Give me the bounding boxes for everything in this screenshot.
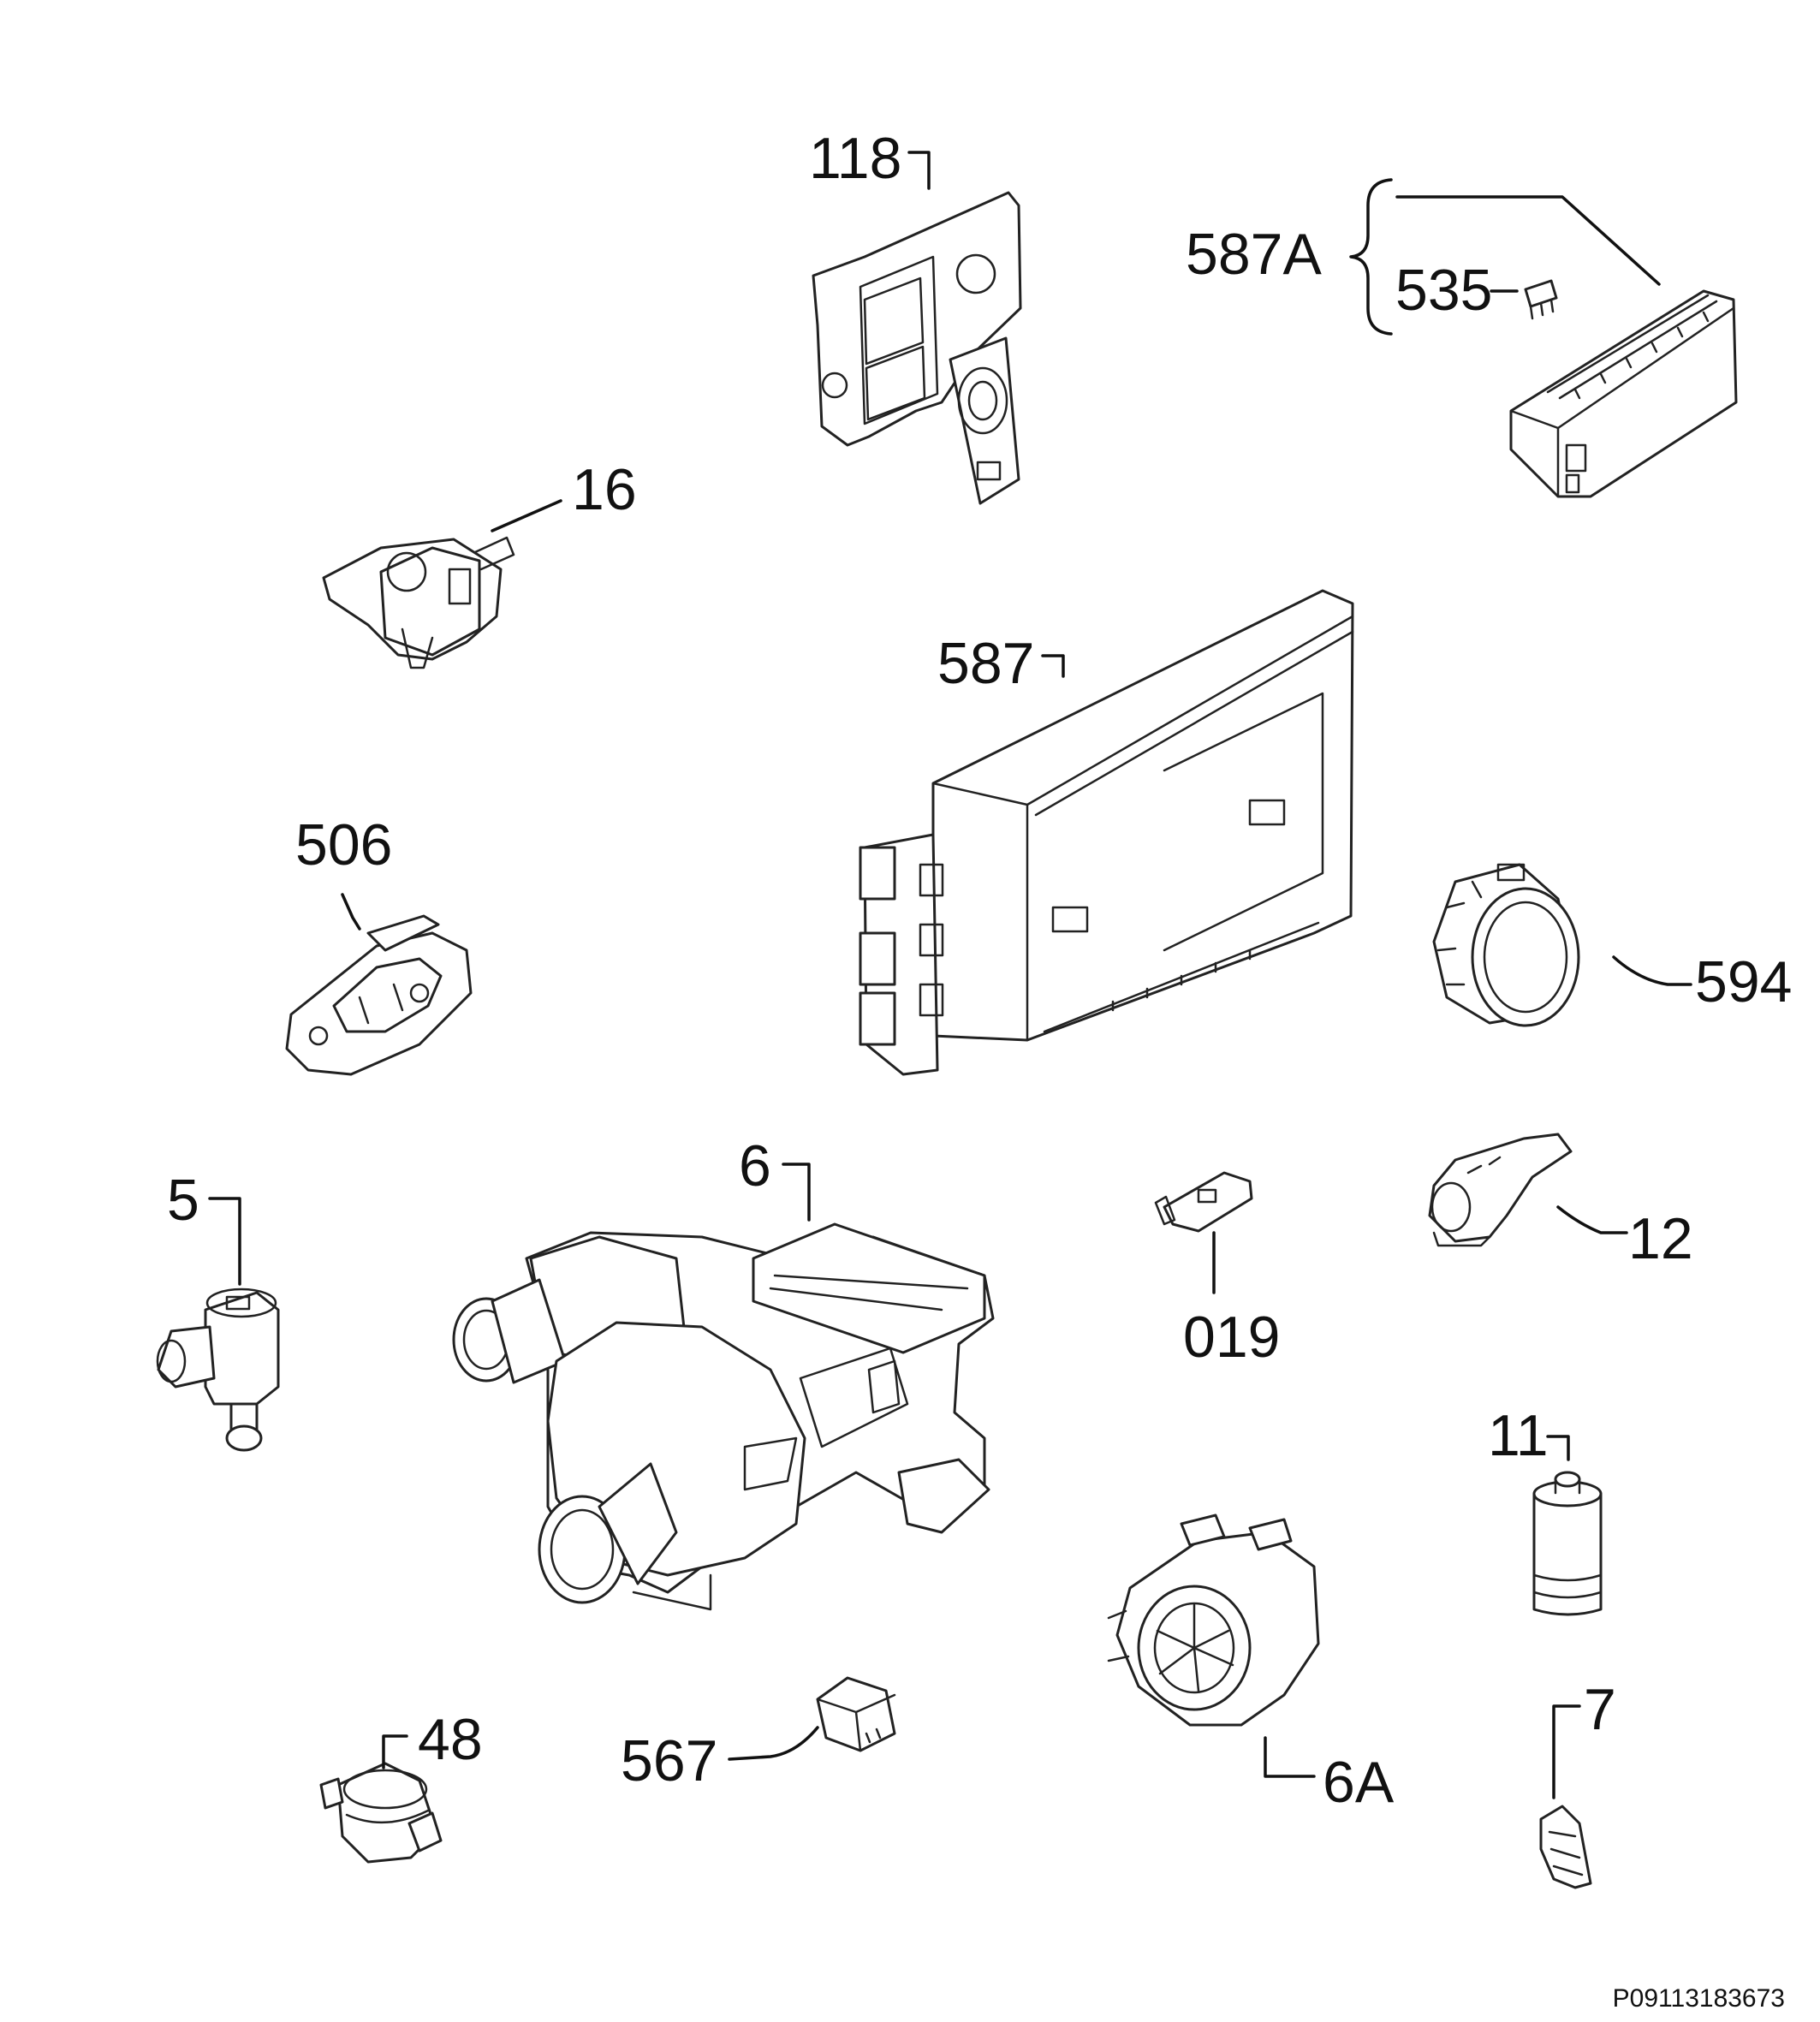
part-594-round-part[interactable]	[1432, 863, 1580, 1027]
label-594-text: 594	[1695, 949, 1792, 1014]
part-7-small-sensor[interactable]	[1539, 1805, 1592, 1889]
label-587A: 587A	[1186, 178, 1661, 336]
part-535-connector[interactable]	[1524, 279, 1558, 320]
label-7: 7	[1552, 1677, 1616, 1799]
part-587-main-module[interactable]	[859, 589, 1354, 1076]
part-6-circulation-pump[interactable]	[452, 1222, 995, 1611]
label-6A: 6A	[1264, 1736, 1395, 1815]
label-5: 5	[167, 1168, 241, 1286]
label-16: 16	[491, 457, 637, 532]
label-535-text: 535	[1395, 258, 1492, 323]
part-12-flow-meter[interactable]	[1428, 1133, 1573, 1247]
label-567: 567	[621, 1726, 819, 1793]
label-506: 506	[295, 812, 392, 931]
label-506-text: 506	[295, 812, 392, 877]
label-5-text: 5	[167, 1168, 199, 1233]
label-12: 12	[1556, 1205, 1693, 1271]
part-48-pressure-sensor[interactable]	[319, 1762, 443, 1864]
part-6A-drain-pump[interactable]	[1107, 1514, 1320, 1727]
label-535: 535	[1395, 258, 1519, 323]
label-6-text: 6	[739, 1133, 771, 1198]
label-019: 019	[1183, 1231, 1280, 1370]
label-118-text: 118	[809, 126, 901, 191]
label-019-text: 019	[1183, 1305, 1280, 1370]
label-11: 11	[1488, 1403, 1570, 1468]
part-118-dispenser[interactable]	[812, 191, 1022, 505]
label-48: 48	[382, 1707, 483, 1772]
reference-code: P09113183673	[1613, 1984, 1785, 2013]
label-594: 594	[1612, 949, 1792, 1014]
label-11-text: 11	[1488, 1403, 1549, 1468]
label-587-text: 587	[937, 631, 1034, 696]
part-16-door-lock[interactable]	[322, 536, 515, 669]
label-6A-text: 6A	[1323, 1750, 1395, 1815]
label-118: 118	[809, 126, 931, 191]
part-11-capacitor[interactable]	[1532, 1471, 1603, 1616]
label-7-text: 7	[1584, 1677, 1616, 1742]
part-5-inlet-valve[interactable]	[156, 1288, 280, 1452]
label-587A-text: 587A	[1186, 222, 1322, 287]
label-6: 6	[739, 1133, 811, 1222]
part-567-small-part[interactable]	[816, 1676, 896, 1752]
part-506-float[interactable]	[285, 914, 473, 1076]
label-567-text: 567	[621, 1728, 717, 1793]
label-12-text: 12	[1628, 1206, 1693, 1271]
part-019-connector[interactable]	[1154, 1171, 1253, 1233]
label-16-text: 16	[572, 457, 637, 522]
part-587A-module[interactable]	[1509, 289, 1738, 498]
label-587: 587	[937, 631, 1065, 696]
label-48-text: 48	[418, 1707, 483, 1772]
